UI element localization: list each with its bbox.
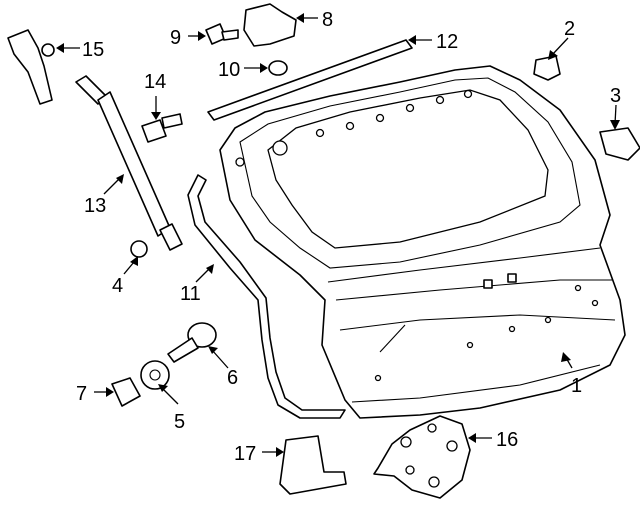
callout-1: 1 — [571, 375, 582, 397]
access-plug — [130, 240, 148, 258]
striker-bolt — [167, 322, 217, 363]
hinge-bracket — [7, 29, 53, 105]
callout-5: 5 — [174, 411, 185, 433]
lift-support-strut — [75, 75, 183, 251]
callout-17: 17 — [234, 443, 256, 465]
leader-lines — [56, 13, 620, 457]
liftgate-hinge — [243, 3, 297, 47]
liftgate-latch — [373, 415, 471, 499]
hinge-bolt-15 — [41, 43, 55, 57]
callout-11: 11 — [180, 283, 201, 305]
callout-4: 4 — [112, 275, 123, 297]
washer — [140, 360, 170, 390]
callout-3: 3 — [610, 85, 621, 107]
callout-8: 8 — [322, 9, 333, 31]
hinge-nut — [268, 60, 288, 76]
callout-2: 2 — [564, 18, 575, 40]
callout-15: 15 — [82, 39, 104, 61]
callout-10: 10 — [218, 59, 240, 81]
liftgate-switch — [599, 127, 640, 161]
callout-9: 9 — [170, 27, 181, 49]
clip-nut — [111, 377, 141, 407]
bumper-stop — [533, 55, 561, 81]
callout-6: 6 — [227, 367, 238, 389]
callout-14: 14 — [144, 71, 166, 93]
hinge-bolt — [205, 23, 239, 45]
callout-16: 16 — [496, 429, 518, 451]
striker — [279, 435, 347, 495]
weatherstrip-seal — [187, 174, 346, 419]
liftgate-panel — [219, 65, 626, 419]
callout-13: 13 — [84, 195, 106, 217]
callout-labels: 1 2 3 4 5 6 7 8 9 10 11 12 13 14 15 16 1… — [76, 9, 621, 465]
callout-7: 7 — [76, 383, 87, 405]
strut-ball-stud — [141, 113, 183, 143]
callout-12: 12 — [436, 31, 458, 53]
spoiler-molding — [207, 39, 413, 121]
